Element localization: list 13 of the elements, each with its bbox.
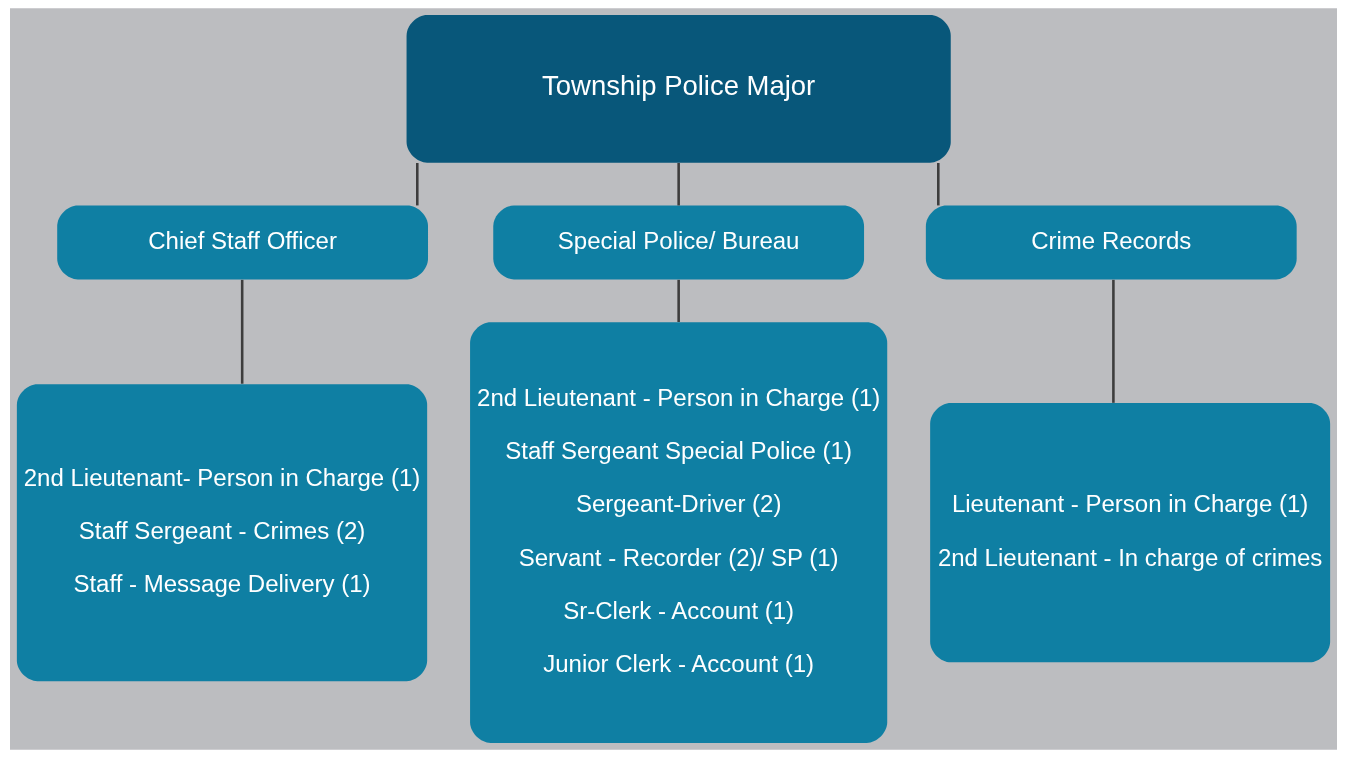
node-box: Crime Records	[925, 205, 1297, 280]
connector	[415, 163, 419, 206]
node-box: 2nd Lieutenant- Person in Charge (1) Staff Sergeant - Crimes (2) Staff - Message Delivery (1)	[16, 384, 427, 682]
node-box: Lieutenant - Person in Charge (1) 2nd Lieutenant - In charge of crimes	[929, 403, 1330, 663]
node-box: Township Police Major	[406, 15, 951, 163]
node-box: 2nd Lieutenant - Person in Charge (1) Staff Sergeant Special Police (1) Sergeant-Driver (2) Servant - Recorder (2)/ SP (1) Sr-Clerk - Account (1) Junior Clerk - Account (1)	[469, 322, 887, 743]
node-box: Special Police/ Bureau	[492, 205, 864, 280]
connector	[676, 279, 680, 322]
connector	[676, 163, 680, 206]
node-box: Chief Staff Officer	[56, 205, 428, 280]
connector	[240, 279, 243, 384]
connector	[1111, 279, 1115, 403]
connector	[936, 163, 940, 206]
